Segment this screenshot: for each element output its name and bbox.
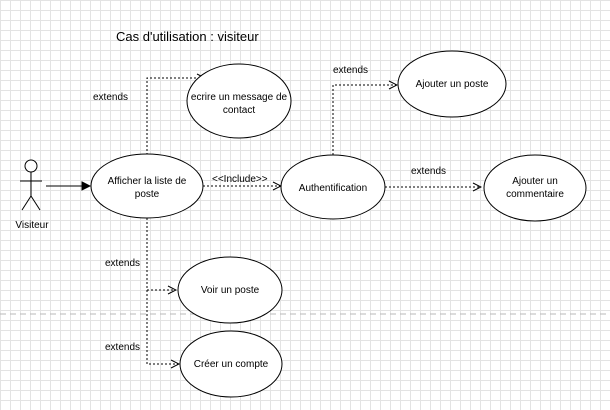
use-case-ajouter-commentaire[interactable]: Ajouter un commentaire xyxy=(483,154,587,222)
extends-voir-connector xyxy=(146,218,176,290)
extends-ecrire-connector xyxy=(146,78,205,155)
actor-visiteur[interactable]: Visiteur xyxy=(15,159,49,231)
actor-label: Visiteur xyxy=(15,220,49,231)
use-case-ajouter-commentaire-line-2: commentaire xyxy=(506,189,564,200)
extends-label-creer: extends xyxy=(105,342,140,353)
extends-ajouter-poste-connector xyxy=(332,85,397,155)
extends-label-ajouter-commentaire: extends xyxy=(411,166,446,177)
extends-label-ecrire: extends xyxy=(93,92,128,103)
use-case-ajouter-commentaire-line-1: Ajouter un xyxy=(512,176,558,187)
use-case-ajouter-poste[interactable]: Ajouter un poste xyxy=(397,50,507,118)
use-case-authentification[interactable]: Authentification xyxy=(280,154,386,220)
use-case-auth-line-1: Authentification xyxy=(299,183,367,194)
use-case-creer-line-1: Créer un compte xyxy=(194,359,269,370)
use-case-ecrire-message-contact[interactable]: ecrire un message de contact xyxy=(186,63,292,139)
extends-label-ajouter-poste: extends xyxy=(333,65,368,76)
stick-figure-actor-icon xyxy=(20,159,42,211)
use-case-ecrire-line-2: contact xyxy=(223,105,255,116)
use-case-ecrire-line-1: ecrire un message de xyxy=(191,92,288,103)
extends-creer-connector xyxy=(146,290,179,364)
use-case-afficher-liste-poste[interactable]: Afficher la liste de poste xyxy=(90,153,204,219)
use-case-creer-compte[interactable]: Créer un compte xyxy=(179,330,283,398)
extends-label-voir: extends xyxy=(105,258,140,269)
use-case-afficher-line-2: poste xyxy=(135,189,160,200)
diagram-title: Cas d'utilisation : visiteur xyxy=(116,29,259,44)
include-label: <<Include>> xyxy=(212,174,268,185)
use-case-ajouter-poste-line-1: Ajouter un poste xyxy=(416,79,489,90)
use-case-voir-line-1: Voir un poste xyxy=(201,285,260,296)
use-case-voir-poste[interactable]: Voir un poste xyxy=(177,256,283,324)
use-case-afficher-line-1: Afficher la liste de xyxy=(108,176,187,187)
